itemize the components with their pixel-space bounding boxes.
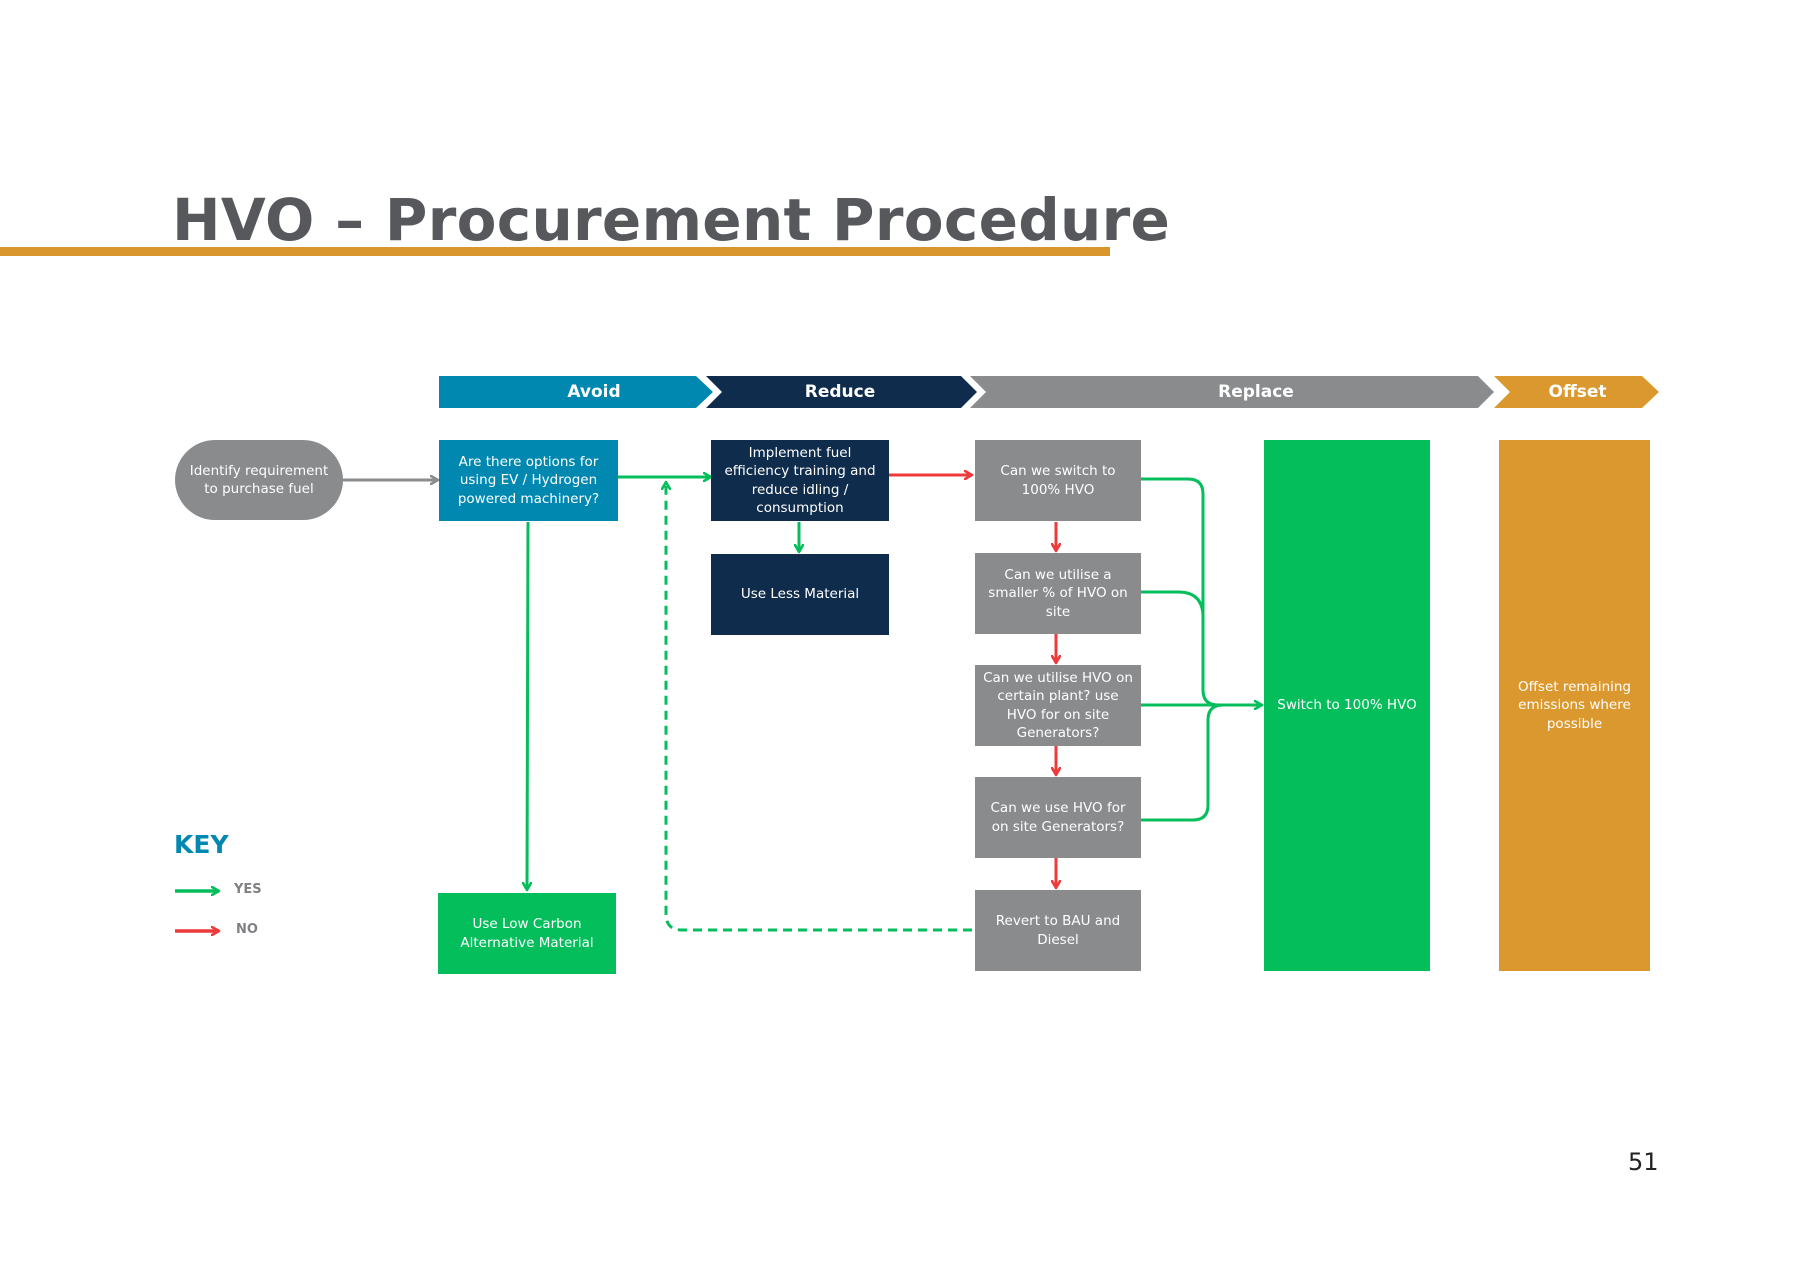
- phase-chevron-replace: [970, 376, 1494, 408]
- node-certain-plant-question: Can we utilise HVO on certain plant? use…: [975, 665, 1141, 746]
- connector-smaller-yes: [1141, 590, 1205, 618]
- page-number: 51: [1628, 1148, 1659, 1176]
- connector-generators-yes: [1141, 703, 1224, 822]
- node-less-material: Use Less Material: [711, 554, 889, 635]
- phase-chevron-avoid: [439, 376, 713, 408]
- node-generators-question: Can we use HVO for on site Generators?: [975, 777, 1141, 858]
- key-no-label: NO: [236, 922, 258, 937]
- key-yes-label: YES: [234, 882, 262, 897]
- node-offset-result: Offset remaining emissions where possibl…: [1499, 440, 1650, 971]
- phase-label-reduce: Reduce: [804, 382, 876, 402]
- phase-label-replace: Replace: [1218, 382, 1294, 402]
- node-low-carbon-material: Use Low Carbon Alternative Material: [438, 893, 616, 974]
- node-switch-100-hvo-result: Switch to 100% HVO: [1264, 440, 1430, 971]
- node-switch-100-question: Can we switch to 100% HVO: [975, 440, 1141, 521]
- phase-label-avoid: Avoid: [567, 382, 621, 402]
- phase-label-offset: Offset: [1548, 382, 1607, 402]
- phase-chevron-reduce: [706, 376, 977, 408]
- page-title: HVO – Procurement Procedure: [172, 186, 1171, 254]
- node-fuel-efficiency: Implement fuel efficiency training and r…: [711, 440, 889, 521]
- phase-chevron-offset: [1494, 376, 1659, 408]
- node-identify-requirement: Identify requirement to purchase fuel: [175, 440, 343, 520]
- key-title: KEY: [174, 830, 229, 859]
- dashed-loop-revert-to-reduce: [666, 482, 972, 932]
- node-revert-bau: Revert to BAU and Diesel: [975, 890, 1141, 971]
- node-ev-hydrogen-question: Are there options for using EV / Hydroge…: [439, 440, 618, 521]
- arrow-ev-to-low-carbon: [527, 521, 528, 890]
- title-underline: [0, 247, 1110, 256]
- node-smaller-percentage-question: Can we utilise a smaller % of HVO on sit…: [975, 553, 1141, 634]
